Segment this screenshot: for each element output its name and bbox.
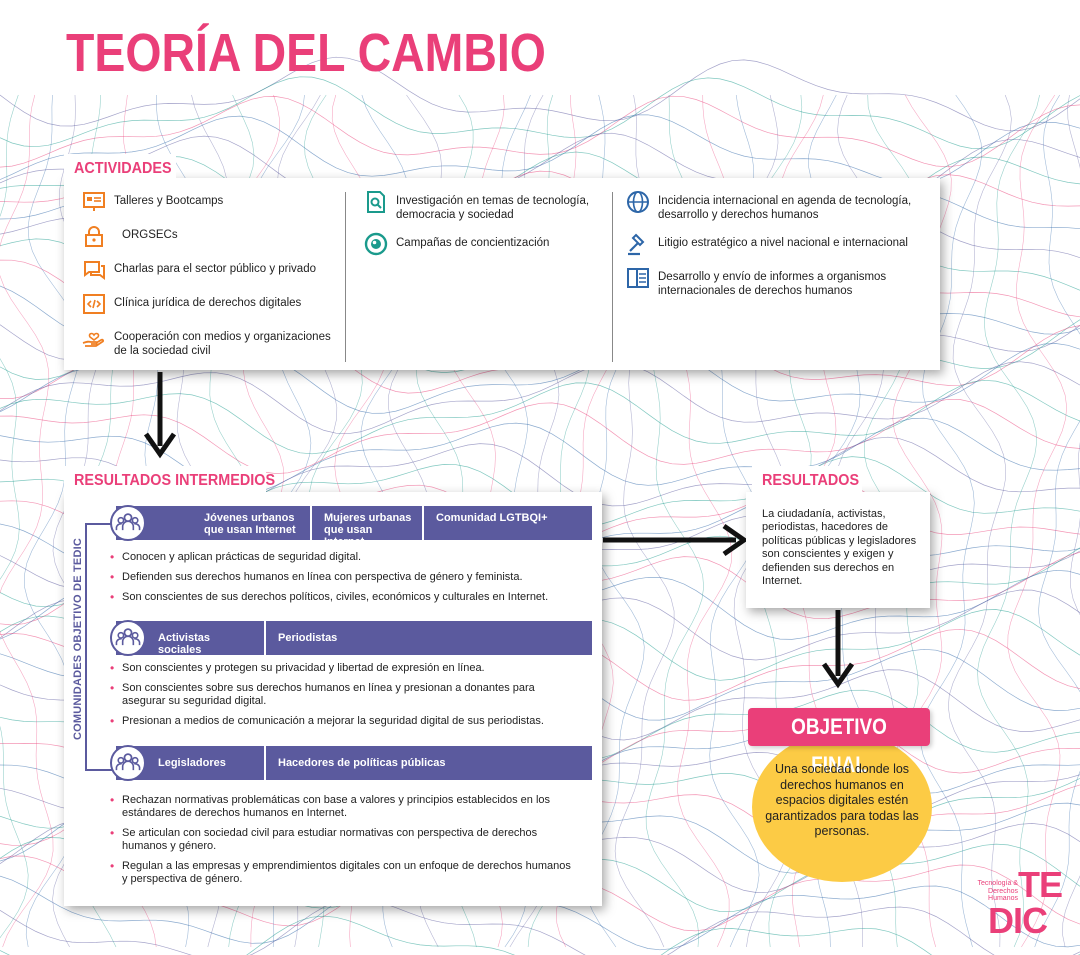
activity-item: ORGSECs <box>82 224 344 248</box>
objetivo-circle <box>752 732 932 882</box>
resultados-intermedios-tab: RESULTADOS INTERMEDIOS <box>64 466 275 496</box>
arrow-resultados-to-objetivo <box>821 610 855 689</box>
list-item: Defienden sus derechos humanos en línea … <box>108 571 588 584</box>
list-item: Son conscientes de sus derechos político… <box>108 591 588 604</box>
wave-line <box>0 915 1080 955</box>
results-list: Rechazan normativas problemáticas con ba… <box>108 794 578 893</box>
activity-item: Talleres y Bootcamps <box>82 190 344 214</box>
activity-item: Cooperación con medios y organizaciones … <box>82 326 344 358</box>
activity-label: Clínica jurídica de derechos digitales <box>114 297 302 309</box>
objetivo-final-banner: OBJETIVO FINAL <box>748 708 930 777</box>
globe-icon <box>627 191 649 213</box>
wave-line <box>0 379 1080 455</box>
community-header-bar: Activistas sociales Periodistas <box>116 621 592 656</box>
results-list: Conocen y aplican prácticas de seguridad… <box>108 551 588 611</box>
list-item: Rechazan normativas problemáticas con ba… <box>108 794 578 820</box>
column-divider <box>612 192 613 362</box>
wave-line <box>920 94 983 948</box>
list-item: Se articulan con sociedad civil para est… <box>108 827 578 853</box>
column-divider <box>345 192 346 362</box>
presentation-board-icon <box>83 192 105 211</box>
actividades-tab: ACTIVIDADES <box>64 154 176 182</box>
wave-line <box>0 95 1080 168</box>
report-book-icon <box>627 268 649 288</box>
activity-label: Charlas para el sector público y privado <box>114 263 316 275</box>
wave-line <box>0 56 1080 132</box>
target-icon <box>364 232 388 256</box>
actividades-panel: Talleres y Bootcamps ORGSECs Charlas par… <box>64 178 940 370</box>
activity-label: Investigación en temas de tecnología, de… <box>396 195 590 221</box>
wave-line <box>0 94 54 948</box>
activity-label: Desarrollo y envío de informes a organis… <box>658 271 887 297</box>
gavel-icon <box>628 233 645 256</box>
activity-label: Litigio estratégico a nivel nacional e i… <box>658 237 908 249</box>
community-header-cell: Activistas sociales <box>146 621 266 656</box>
wave-line <box>0 398 1080 474</box>
resultados-tab: RESULTADOS <box>752 466 862 496</box>
wave-line <box>977 94 1040 948</box>
community-header-cell: Legisladores <box>146 746 266 780</box>
community-header-cell: Jóvenes urbanos que usan Internet <box>164 506 312 540</box>
wave-line <box>0 361 1080 435</box>
list-item: Son conscientes sobre sus derechos human… <box>108 682 588 708</box>
activity-item: Litigio estratégico a nivel nacional e i… <box>626 232 926 256</box>
activity-label: Campañas de concientización <box>396 237 550 249</box>
community-header-bar: Jóvenes urbanos que usan Internet Mujere… <box>116 506 592 548</box>
list-item: Son conscientes y protegen su privacidad… <box>108 662 588 675</box>
heart-hand-icon <box>82 332 104 347</box>
page-title: TEORÍA DEL CAMBIO <box>66 23 546 83</box>
people-group-icon <box>110 620 146 656</box>
activity-item: Investigación en temas de tecnología, de… <box>364 190 600 222</box>
community-header-cell: Hacedores de políticas públicas <box>278 757 446 769</box>
resultados-panel <box>746 492 930 608</box>
community-header-cell: Mujeres urbanas que usan Internet <box>312 506 424 548</box>
wave-line <box>0 76 1080 150</box>
people-group-icon <box>110 745 146 781</box>
wave-line <box>1007 94 1068 948</box>
activity-item: Clínica jurídica de derechos digitales <box>82 292 344 316</box>
arrow-actividades-to-intermedios <box>143 372 177 459</box>
wave-line <box>1034 94 1080 948</box>
logo-letters-bottom: DIC <box>988 900 1048 941</box>
activity-item: Desarrollo y envío de informes a organis… <box>626 266 926 298</box>
activity-label: ORGSECs <box>122 229 178 241</box>
wave-line <box>0 94 29 939</box>
actividades-column-2: Investigación en temas de tecnología, de… <box>364 190 600 266</box>
actividades-column-3: Incidencia internacional en agenda de te… <box>626 190 926 308</box>
actividades-label: ACTIVIDADES <box>74 160 172 177</box>
arrow-intermedios-to-resultados <box>603 523 749 557</box>
list-item: Regulan a las empresas y emprendimientos… <box>108 860 578 886</box>
logo-letters-top: TE <box>1018 864 1063 905</box>
objetivo-final-text: Una sociedad donde los derechos humanos … <box>765 762 919 839</box>
community-header-cell: Comunidad LGTBQI+ <box>436 512 548 524</box>
list-item: Conocen y aplican prácticas de seguridad… <box>108 551 588 564</box>
list-item: Presionan a medios de comunicación a mej… <box>108 715 588 728</box>
activity-item: Charlas para el sector público y privado <box>82 258 344 282</box>
resultados-text: La ciudadanía, activistas, periodistas, … <box>762 508 917 588</box>
speech-bubbles-icon <box>84 261 105 280</box>
wave-line <box>0 898 1080 955</box>
results-list: Son conscientes y protegen su privacidad… <box>108 662 588 735</box>
people-group-icon <box>110 505 146 541</box>
resultados-label: RESULTADOS <box>762 472 860 489</box>
activity-item: Incidencia internacional en agenda de te… <box>626 190 926 222</box>
communities-bracket <box>85 523 115 771</box>
wave-line <box>947 94 1012 948</box>
actividades-column-1: Talleres y Bootcamps ORGSECs Charlas par… <box>82 190 344 368</box>
tedic-logo: TE DIC <box>972 867 1063 941</box>
activity-label: Talleres y Bootcamps <box>114 195 224 207</box>
activity-item: Campañas de concientización <box>364 232 600 256</box>
padlock-icon <box>85 226 103 247</box>
wave-line <box>0 417 1080 494</box>
document-search-icon <box>367 191 385 213</box>
activity-label: Incidencia internacional en agenda de te… <box>658 195 912 221</box>
resultados-intermedios-label: RESULTADOS INTERMEDIOS <box>74 472 276 489</box>
activity-label: Cooperación con medios y organizaciones … <box>114 331 331 357</box>
code-tag-icon <box>83 294 105 314</box>
community-header-cell: Periodistas <box>278 632 338 644</box>
logo-tagline: Tecnología & Derechos Humanos <box>977 880 1018 902</box>
community-header-bar: Legisladores Hacedores de políticas públ… <box>116 746 592 780</box>
objetivo-final-label: OBJETIVO FINAL <box>791 714 887 777</box>
